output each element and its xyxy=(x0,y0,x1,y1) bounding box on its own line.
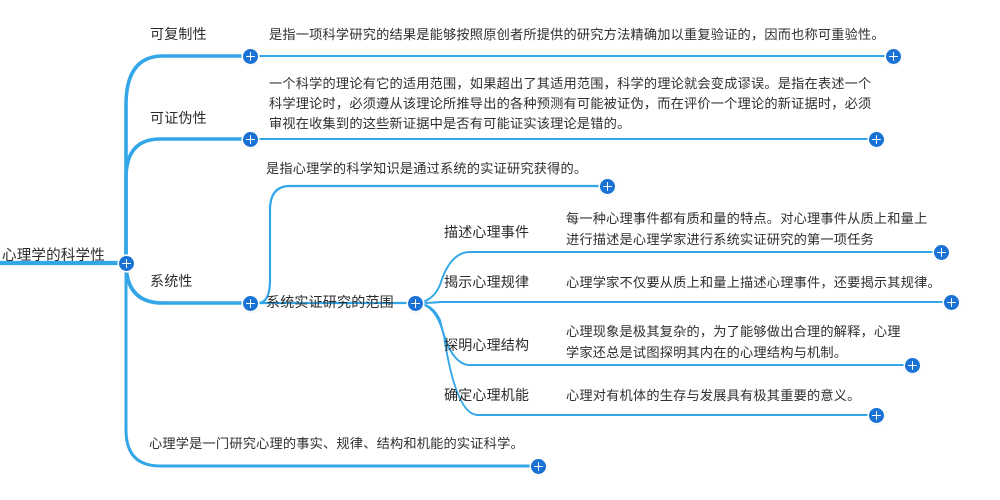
expand-toggle-systematicity-mid[interactable] xyxy=(243,296,258,311)
subtopic-label-scope-of-research: 系统实证研究的范围 xyxy=(266,294,394,310)
subbranch-detail-describe-events-line1: 每一种心理事件都有质和量的特点。对心理事件从质上和量上 xyxy=(566,211,928,226)
branch-detail-definition: 心理学是一门研究心理的事实、规律、结构和机能的实证科学。 xyxy=(149,436,524,451)
expand-toggle-determine-function-end[interactable] xyxy=(869,408,884,423)
expand-toggle-systematicity-detail-end[interactable] xyxy=(600,179,615,194)
branch-label-reproducibility: 可复制性 xyxy=(150,26,207,42)
subbranch-detail-describe-events-line2: 进行描述是心理学家进行系统实证研究的第一项任务 xyxy=(566,232,874,247)
branch-label-systematicity: 系统性 xyxy=(150,273,193,289)
expand-toggle-falsifiability-mid[interactable] xyxy=(243,132,258,147)
branch-detail-systematicity: 是指心理学的科学知识是通过系统的实证研究获得的。 xyxy=(266,161,588,176)
expand-toggle-scope-of-research[interactable] xyxy=(408,296,423,311)
subbranch-label-determine-function: 确定心理机能 xyxy=(444,387,530,403)
expand-toggle-explore-structure-end[interactable] xyxy=(905,358,920,373)
branch-detail-falsifiability-line2: 科学理论时，必须遵从该理论所推导出的各种预测有可能被证伪，而在评价一个理论的新证… xyxy=(269,96,872,111)
root-expand-toggle[interactable] xyxy=(119,256,134,271)
subbranch-label-describe-events: 描述心理事件 xyxy=(444,224,530,240)
expand-toggle-reproducibility-mid[interactable] xyxy=(243,49,258,64)
expand-toggle-definition-end[interactable] xyxy=(531,459,546,474)
subbranch-detail-explore-structure-line2: 学家还总是试图探明其内在的心理结构与机制。 xyxy=(566,345,848,360)
branch-label-falsifiability: 可证伪性 xyxy=(150,110,207,126)
subbranch-detail-determine-function-line1: 心理对有机体的生存与发展具有极其重要的意义。 xyxy=(566,388,861,403)
subbranch-detail-explore-structure-line1: 心理现象是极其复杂的，为了能够做出合理的解释，心理 xyxy=(566,324,901,339)
branch-detail-falsifiability-line3: 审视在收集到的这些新证据中是否有可能证实该理论是错的。 xyxy=(269,116,631,131)
branch-detail-reproducibility: 是指一项科学研究的结果是能够按照原创者所提供的研究方法精确加以重复验证的，因而也… xyxy=(269,27,885,42)
expand-toggle-reproducibility-end[interactable] xyxy=(886,49,901,64)
expand-toggle-describe-events-end[interactable] xyxy=(934,245,949,260)
branch-detail-falsifiability-line1: 一个科学的理论有它的适用范围，如果超出了其适用范围，科学的理论就会变成谬误。是指… xyxy=(269,76,872,91)
subbranch-label-explore-structure: 探明心理结构 xyxy=(444,337,530,353)
subbranch-detail-reveal-laws-line1: 心理学家不仅要从质上和量上描述心理事件，还要揭示其规律。 xyxy=(566,275,941,290)
expand-toggle-falsifiability-end[interactable] xyxy=(869,132,884,147)
root-node-label: 心理学的科学性 xyxy=(2,248,105,264)
expand-toggle-reveal-laws-end[interactable] xyxy=(944,295,959,310)
subbranch-label-reveal-laws: 揭示心理规律 xyxy=(444,274,530,290)
